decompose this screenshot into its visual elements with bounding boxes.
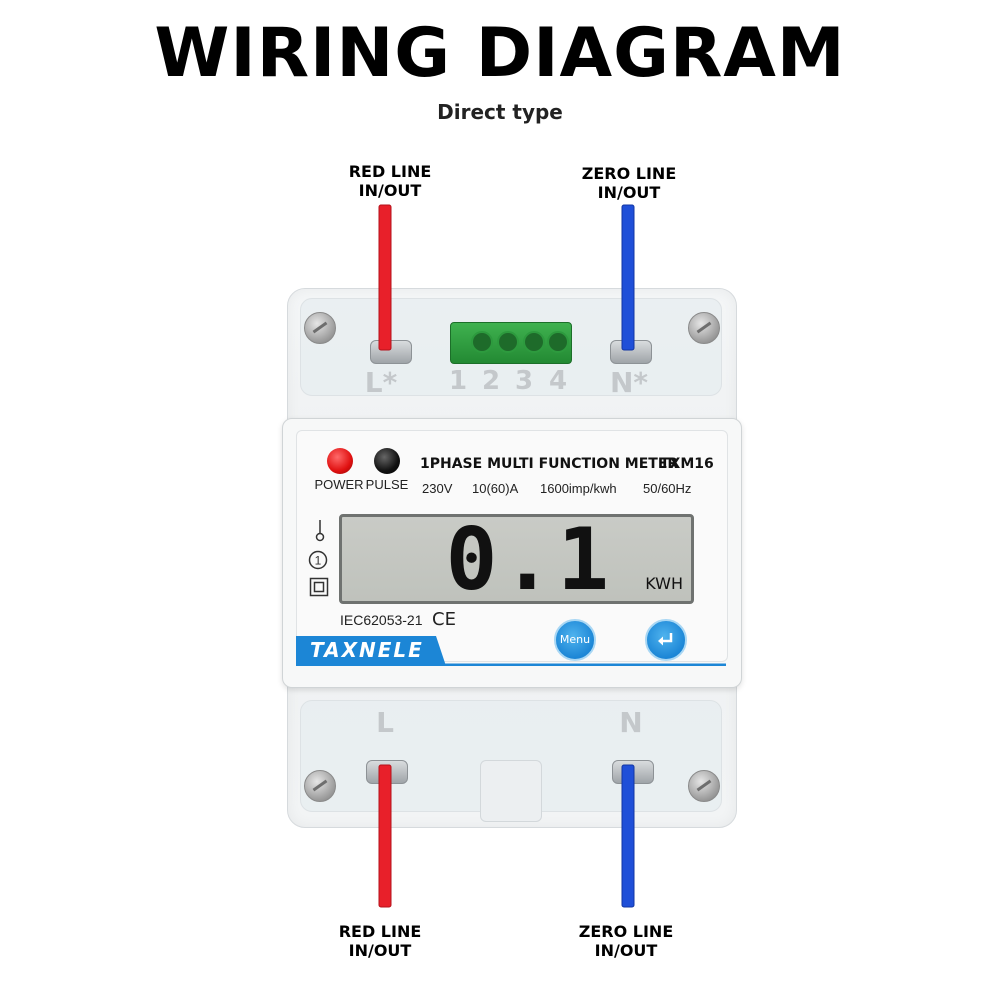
terminal-label-bottom-left: L <box>376 706 394 739</box>
power-led-label: POWER <box>314 477 364 492</box>
spec-frequency: 50/60Hz <box>643 481 692 496</box>
spec-voltage: 230V <box>422 481 453 496</box>
svg-text:1: 1 <box>315 554 322 568</box>
brand-band <box>296 636 726 666</box>
neutral-wire-top <box>621 204 635 351</box>
page-subtitle: Direct type <box>437 100 563 124</box>
brand-logo: TAXNELE <box>310 638 424 662</box>
lcd-unit: KWH <box>645 574 683 593</box>
mounting-screw-icon <box>304 312 336 344</box>
ce-mark-icon: CE <box>432 609 456 630</box>
wire-label-line1: ZERO LINE <box>581 164 677 183</box>
spec-current: 10(60)A <box>472 481 519 496</box>
terminal-number: 4 <box>548 366 568 396</box>
live-wire-bottom <box>378 764 392 908</box>
meter-title: 1PHASE MULTI FUNCTION METER <box>420 456 679 472</box>
wire-label-line2: IN/OUT <box>594 941 658 960</box>
pulse-led-icon <box>374 448 400 474</box>
lcd-display: 0.1 KWH <box>339 510 694 610</box>
terminal-number: 2 <box>481 366 501 396</box>
mounting-screw-icon <box>688 770 720 802</box>
terminal-label-top-right: N* <box>609 366 649 399</box>
wire-label-line1: ZERO LINE <box>578 922 674 941</box>
pulse-led-label: PULSE <box>365 477 409 492</box>
meter-model: TXM16 <box>660 456 714 472</box>
spec-impulse: 1600imp/kwh <box>540 481 617 496</box>
enter-arrow-icon <box>658 633 673 646</box>
class-1-icon: 1 <box>306 550 330 575</box>
terminal-slot <box>523 331 545 353</box>
wire-label-line1: RED LINE <box>348 162 432 181</box>
probe-icon <box>308 520 332 547</box>
lcd-reading: 0.1 <box>445 510 613 610</box>
terminal-number: 1 <box>448 366 468 396</box>
page-title: WIRING DIAGRAM <box>154 14 846 93</box>
terminal-slot <box>497 331 519 353</box>
wire-label-line2: IN/OUT <box>348 941 412 960</box>
wire-label-line1: RED LINE <box>338 922 422 941</box>
din-rail-clip <box>480 760 542 822</box>
menu-button[interactable]: Menu <box>554 619 596 661</box>
terminal-slot <box>471 331 493 353</box>
mounting-screw-icon <box>304 770 336 802</box>
certification-standard: IEC62053-21 <box>340 612 423 628</box>
wire-label-bottom-right: ZERO LINE IN/OUT <box>536 922 716 960</box>
wire-label-line2: IN/OUT <box>358 181 422 200</box>
double-insulation-icon <box>307 577 331 602</box>
power-led-icon <box>327 448 353 474</box>
pulse-terminal-block <box>450 322 572 364</box>
mounting-screw-icon <box>688 312 720 344</box>
neutral-wire-bottom <box>621 764 635 908</box>
menu-button-label: Menu <box>559 633 591 646</box>
wire-label-top-right: ZERO LINE IN/OUT <box>539 164 719 202</box>
live-wire-top <box>378 204 392 351</box>
terminal-number: 3 <box>514 366 534 396</box>
terminal-slot <box>547 331 569 353</box>
terminal-label-top-left: L* <box>364 366 398 399</box>
terminal-label-bottom-right: N <box>619 706 643 739</box>
wire-label-bottom-left: RED LINE IN/OUT <box>290 922 470 960</box>
wire-label-line2: IN/OUT <box>597 183 661 202</box>
enter-button[interactable] <box>645 619 687 661</box>
wire-label-top-left: RED LINE IN/OUT <box>300 162 480 200</box>
